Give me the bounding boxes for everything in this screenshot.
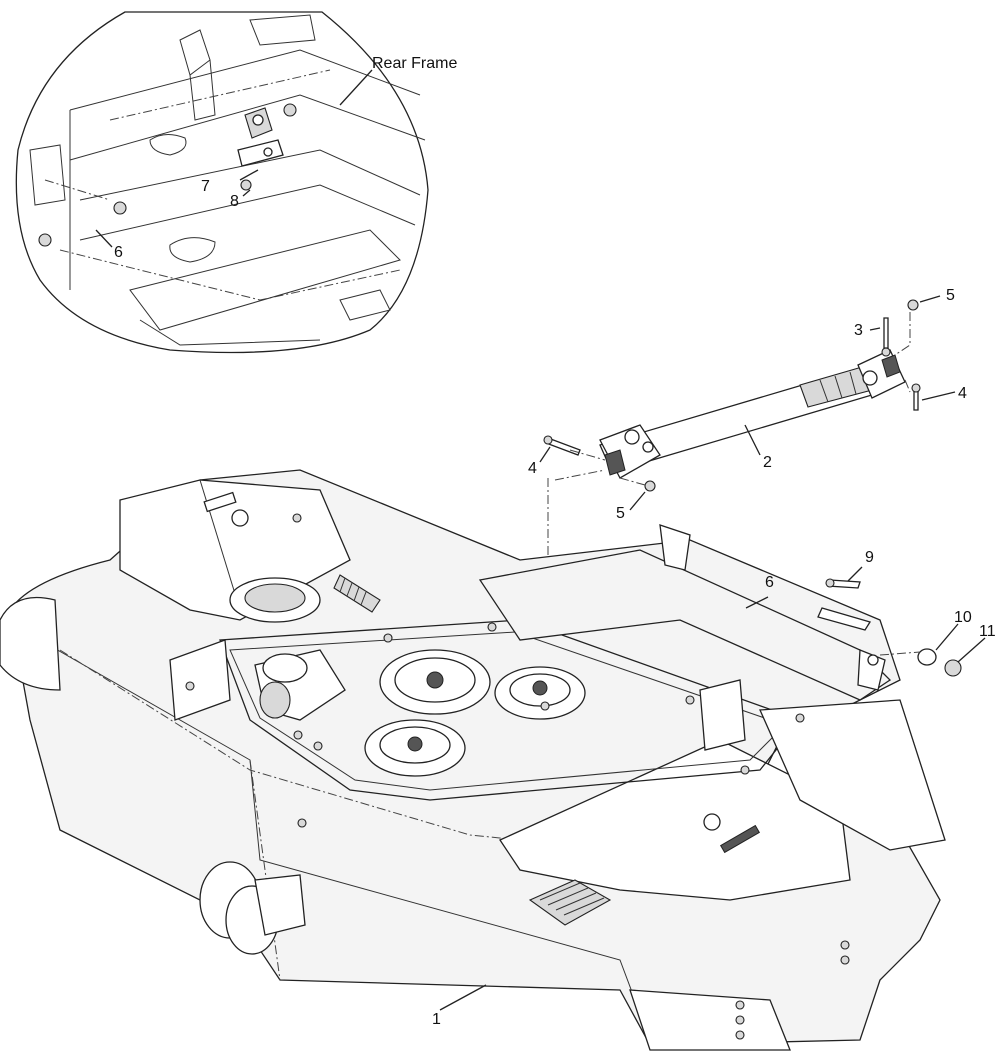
- caster-wheels: [199, 861, 306, 955]
- label-rear-frame: Rear Frame: [372, 55, 457, 72]
- callout-6-main: 6: [765, 574, 774, 591]
- callout-5-top: 5: [946, 287, 955, 304]
- callout-6-inset: 6: [114, 244, 123, 261]
- gearbox: [254, 649, 346, 721]
- callout-2: 2: [763, 454, 772, 471]
- callout-4-left: 4: [528, 460, 537, 477]
- callout-11: 11: [979, 623, 996, 640]
- pivot-bracket: [38, 103, 297, 247]
- callout-10: 10: [954, 609, 972, 626]
- rear-frame-rails: [29, 14, 426, 346]
- deck-bolts: [185, 513, 805, 828]
- callout-5-bottom: 5: [616, 505, 625, 522]
- u-joint-rear: [857, 347, 906, 399]
- hardware-9-10-11: [817, 578, 962, 677]
- callout-8: 8: [230, 193, 239, 210]
- callout-3: 3: [854, 322, 863, 339]
- u-joint-front: [599, 424, 661, 479]
- rear-frame-inset: [15, 11, 429, 354]
- callout-labels: Rear Frame 7 8 6 5 3 4 2 4 5 9 6 10 11 1: [114, 55, 996, 1028]
- mount-arm: [478, 524, 946, 851]
- callout-4-right: 4: [958, 385, 967, 402]
- drive-shaft-assembly: [539, 295, 956, 580]
- front-rollers: [0, 596, 850, 1051]
- callout-7: 7: [201, 178, 210, 195]
- callout-9: 9: [865, 549, 874, 566]
- mower-deck: [0, 469, 986, 1051]
- fasteners-shaft: [543, 299, 921, 492]
- callout-1: 1: [432, 1011, 441, 1028]
- pulleys: [229, 577, 586, 777]
